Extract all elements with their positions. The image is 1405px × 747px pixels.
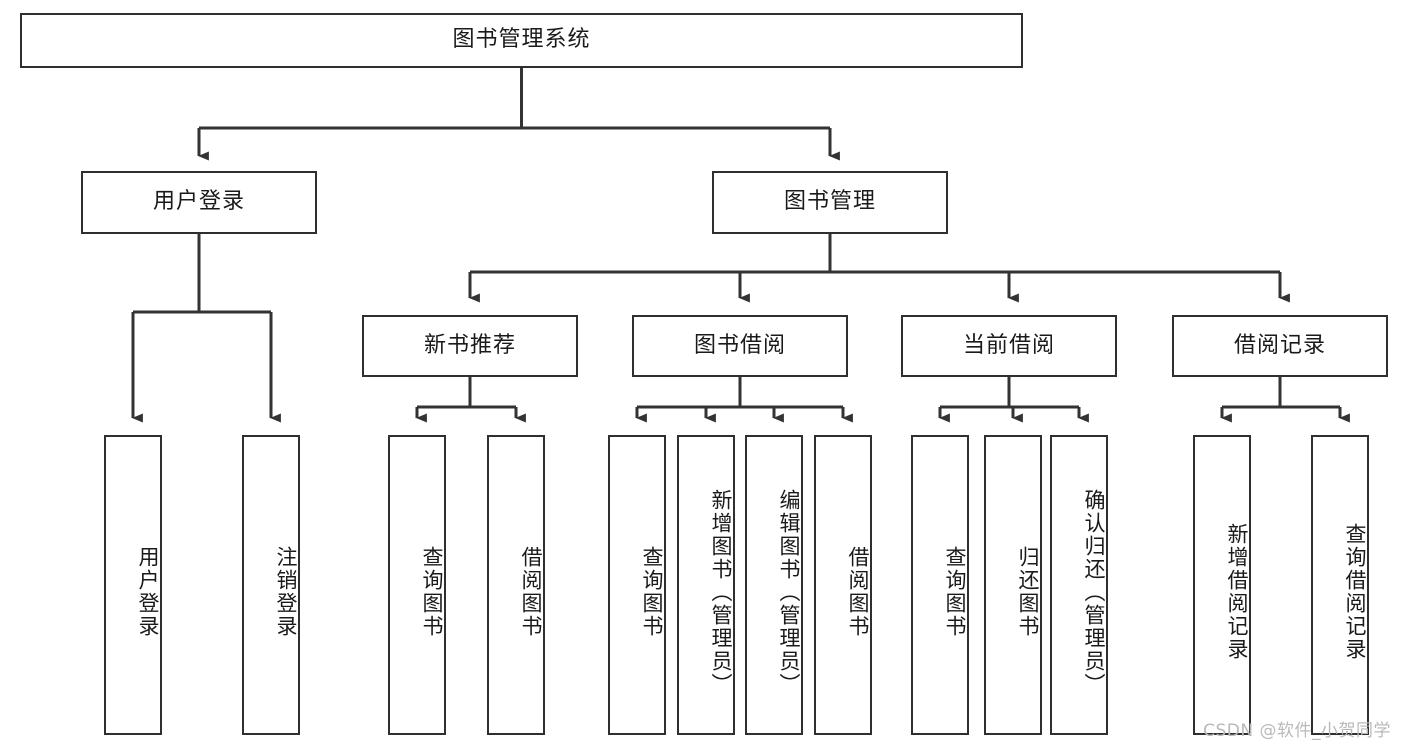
node-borrow-record-label: 借阅记录 — [1233, 332, 1326, 358]
node-leaf-edit-book-admin-label: 编辑图书（管理员） — [777, 488, 801, 696]
node-borrow-record[interactable]: 借阅记录 — [1172, 315, 1388, 377]
node-book-manage-group[interactable]: 图书管理 — [712, 171, 948, 234]
node-leaf-borrow-book[interactable]: 借阅图书 — [814, 435, 872, 735]
node-leaf-query-book-current[interactable]: 查询图书 — [911, 435, 969, 735]
node-leaf-edit-book-admin[interactable]: 编辑图书（管理员） — [745, 435, 803, 735]
node-leaf-user-login[interactable]: 用户登录 — [104, 435, 162, 735]
node-leaf-user-logout-label: 注销登录 — [274, 546, 298, 638]
node-leaf-add-book-admin-label: 新增图书（管理员） — [709, 488, 733, 696]
node-leaf-query-book-borrow[interactable]: 查询图书 — [608, 435, 666, 735]
node-current-borrow[interactable]: 当前借阅 — [901, 315, 1117, 377]
node-leaf-user-login-label: 用户登录 — [136, 546, 160, 638]
node-leaf-confirm-return-admin[interactable]: 确认归还（管理员） — [1050, 435, 1108, 735]
node-new-book-recommend-label: 新书推荐 — [423, 332, 516, 358]
node-leaf-query-book-recommend-label: 查询图书 — [420, 546, 444, 638]
node-leaf-query-borrow-record-label: 查询借阅记录 — [1343, 523, 1367, 661]
node-book-manage-group-label: 图书管理 — [783, 189, 876, 215]
node-leaf-return-book-label: 归还图书 — [1016, 546, 1040, 638]
node-leaf-query-borrow-record[interactable]: 查询借阅记录 — [1311, 435, 1369, 735]
node-leaf-add-book-admin[interactable]: 新增图书（管理员） — [677, 435, 735, 735]
node-leaf-query-book-current-label: 查询图书 — [943, 546, 967, 638]
node-current-borrow-label: 当前借阅 — [962, 332, 1055, 358]
node-leaf-user-logout[interactable]: 注销登录 — [242, 435, 300, 735]
node-leaf-add-borrow-record[interactable]: 新增借阅记录 — [1193, 435, 1251, 735]
node-leaf-borrow-book-recommend-label: 借阅图书 — [519, 546, 543, 638]
node-root-label: 图书管理系统 — [452, 27, 591, 53]
node-leaf-query-book-recommend[interactable]: 查询图书 — [388, 435, 446, 735]
node-user-login-group-label: 用户登录 — [152, 189, 245, 215]
csdn-watermark: CSDN @软件_小贺同学 — [1203, 721, 1391, 741]
node-new-book-recommend[interactable]: 新书推荐 — [362, 315, 578, 377]
node-leaf-confirm-return-admin-label: 确认归还（管理员） — [1082, 488, 1106, 696]
node-book-borrow[interactable]: 图书借阅 — [632, 315, 848, 377]
node-leaf-query-book-borrow-label: 查询图书 — [640, 546, 664, 638]
node-leaf-borrow-book-recommend[interactable]: 借阅图书 — [487, 435, 545, 735]
node-leaf-return-book[interactable]: 归还图书 — [984, 435, 1042, 735]
node-root[interactable]: 图书管理系统 — [20, 13, 1023, 68]
node-leaf-borrow-book-label: 借阅图书 — [846, 546, 870, 638]
node-user-login-group[interactable]: 用户登录 — [81, 171, 317, 234]
node-book-borrow-label: 图书借阅 — [693, 332, 786, 358]
node-leaf-add-borrow-record-label: 新增借阅记录 — [1225, 523, 1249, 661]
